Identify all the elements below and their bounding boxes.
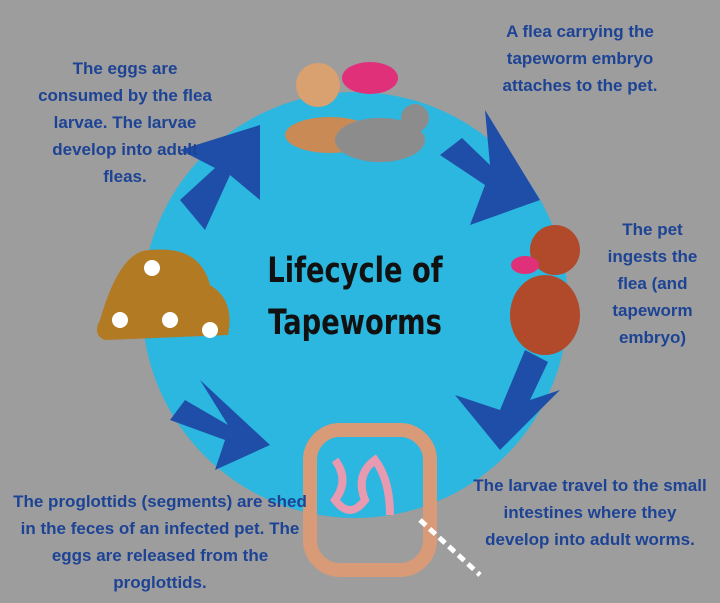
cycle-circle [142,92,568,518]
arrow-top-right [440,110,540,225]
step-right-text: The pet ingests the flea (and tapeworm e… [607,220,698,347]
feces-icon [96,249,230,340]
dog-illustration [510,225,580,355]
title-line-1: Lifecycle of [267,251,443,291]
step-bottom-right-text: The larvae travel to the small intestine… [473,476,707,549]
step-bottom-left-text: The proglottids (segments) are shed in t… [13,492,307,592]
arrow-bottom-right [455,350,560,450]
diagram-title: Lifecycle of Tapeworms [258,245,453,349]
arrow-top-left [180,125,260,230]
step-top-right-text: A flea carrying the tapeworm embryo atta… [502,22,658,95]
arrow-bottom-left [170,380,270,470]
intestine-illustration [303,423,482,577]
title-line-2: Tapeworms [268,303,442,343]
step-top-left-text: The eggs are consumed by the flea larvae… [38,59,212,186]
pets-illustration [285,62,429,162]
